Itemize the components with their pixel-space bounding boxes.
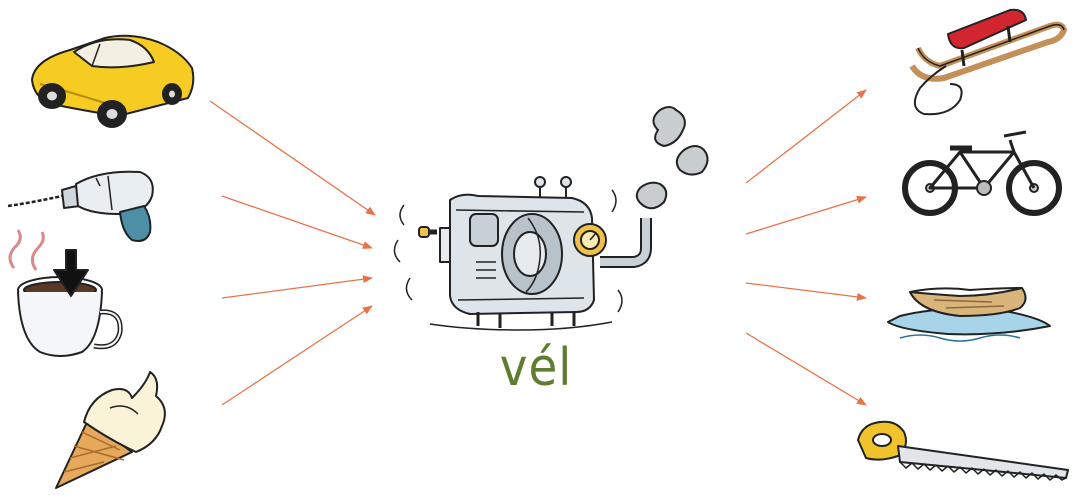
arrow-drill (222, 196, 372, 248)
arrow-car (210, 101, 375, 215)
output-arrows (746, 90, 866, 405)
arrow-saw (746, 333, 866, 405)
arrow-coffee (222, 278, 372, 298)
bicycle-icon (905, 132, 1059, 213)
arrow-boat (746, 283, 866, 298)
arrow-sled (746, 90, 866, 183)
boat-icon (888, 288, 1050, 341)
arrow-bicycle (746, 197, 866, 234)
sled-icon (912, 10, 1064, 115)
machine-engine-icon (394, 107, 707, 330)
input-arrows (210, 101, 375, 405)
drill-icon (8, 172, 153, 241)
car-icon (32, 36, 193, 127)
coffee-cup-icon (10, 230, 120, 356)
arrow-icecream (222, 306, 372, 405)
saw-icon (858, 422, 1068, 480)
center-label: vél (496, 338, 576, 398)
ice-cream-cone-icon (56, 372, 165, 488)
